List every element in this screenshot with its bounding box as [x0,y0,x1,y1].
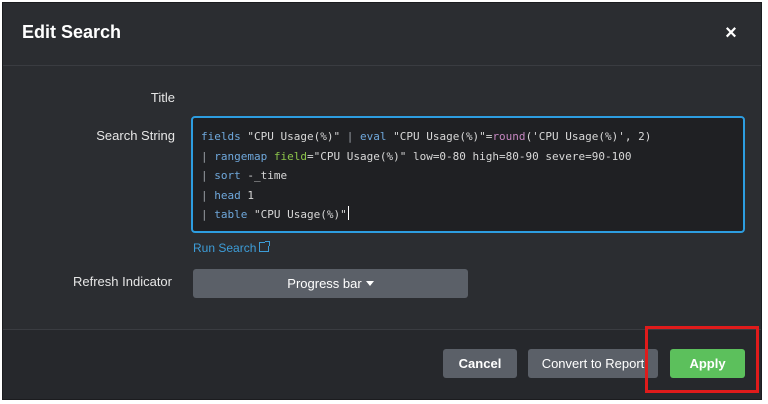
search-string-label: Search String [96,128,175,143]
search-string-editor[interactable]: fields "CPU Usage(%)" | eval "CPU Usage(… [191,116,745,233]
search-line-4: | head 1 [201,188,254,202]
title-label: Title [150,90,175,105]
search-line-5: | table "CPU Usage(%)" [201,206,349,221]
dialog-header: Edit Search × [3,3,761,66]
search-line-3: | sort -_time [201,169,288,182]
dialog-title: Edit Search [22,22,122,42]
cancel-button[interactable]: Cancel [443,349,517,378]
refresh-indicator-label: Refresh Indicator [73,274,172,289]
apply-button[interactable]: Apply [670,349,745,378]
search-line-2: | rangemap field="CPU Usage(%)" low=0-80… [201,149,632,163]
caret-down-icon [365,281,374,286]
convert-to-report-button[interactable]: Convert to Report [528,349,658,378]
external-link-icon [259,241,271,252]
close-button[interactable]: × [721,23,741,43]
search-line-1: fields "CPU Usage(%)" | eval "CPU Usage(… [201,130,652,143]
refresh-indicator-dropdown[interactable]: Progress bar [193,269,468,298]
refresh-indicator-value: Progress bar [287,276,362,291]
run-search-link[interactable]: Run Search [193,241,271,255]
run-search-label: Run Search [193,241,257,255]
close-icon: × [725,22,737,44]
text-caret [347,206,349,220]
